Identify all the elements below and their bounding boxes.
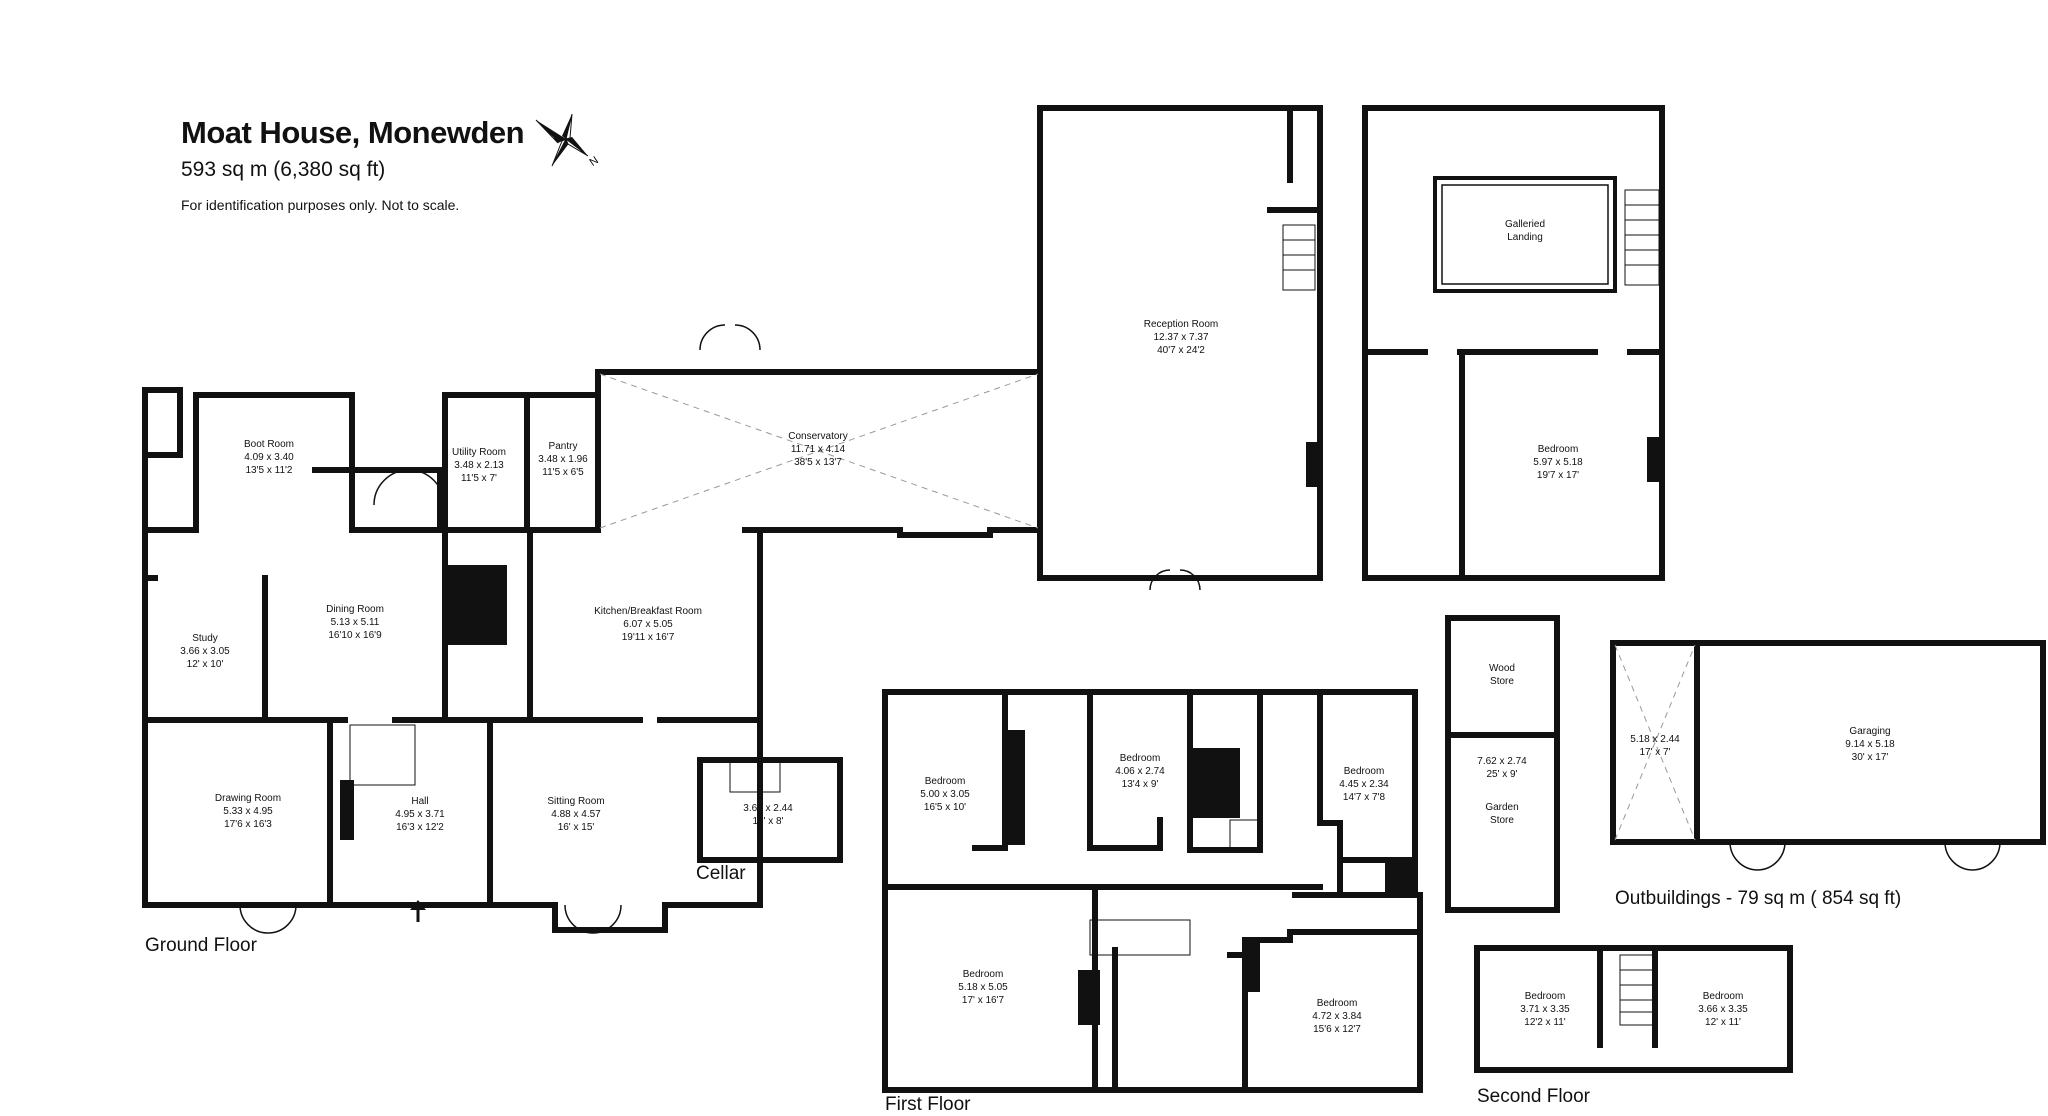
outbuilding-store-outline [1445, 615, 1560, 913]
plan-title: Moat House, Monewden [181, 115, 525, 150]
entrance-arrow-icon [410, 900, 426, 922]
label-cellar: Cellar [696, 863, 746, 884]
outbuilding-garage-outline [1694, 640, 2046, 845]
disclaimer-note: For identification purposes only. Not to… [181, 197, 460, 213]
label-outbuildings: Outbuildings - 79 sq m ( 854 sq ft) [1615, 888, 1902, 909]
galleried-landing-void [1433, 176, 1617, 293]
second-floor-outline [1474, 945, 1793, 1073]
compass-icon: N [535, 113, 601, 169]
cellar-outline [697, 757, 843, 863]
upper-right-outline [1362, 105, 1665, 581]
label-second-floor: Second Floor [1477, 1086, 1591, 1107]
ground-floor-outline [142, 452, 763, 933]
label-ground-floor: Ground Floor [145, 935, 257, 956]
label-first-floor: First Floor [885, 1094, 971, 1115]
total-area: 593 sq m (6,380 sq ft) [181, 158, 386, 181]
